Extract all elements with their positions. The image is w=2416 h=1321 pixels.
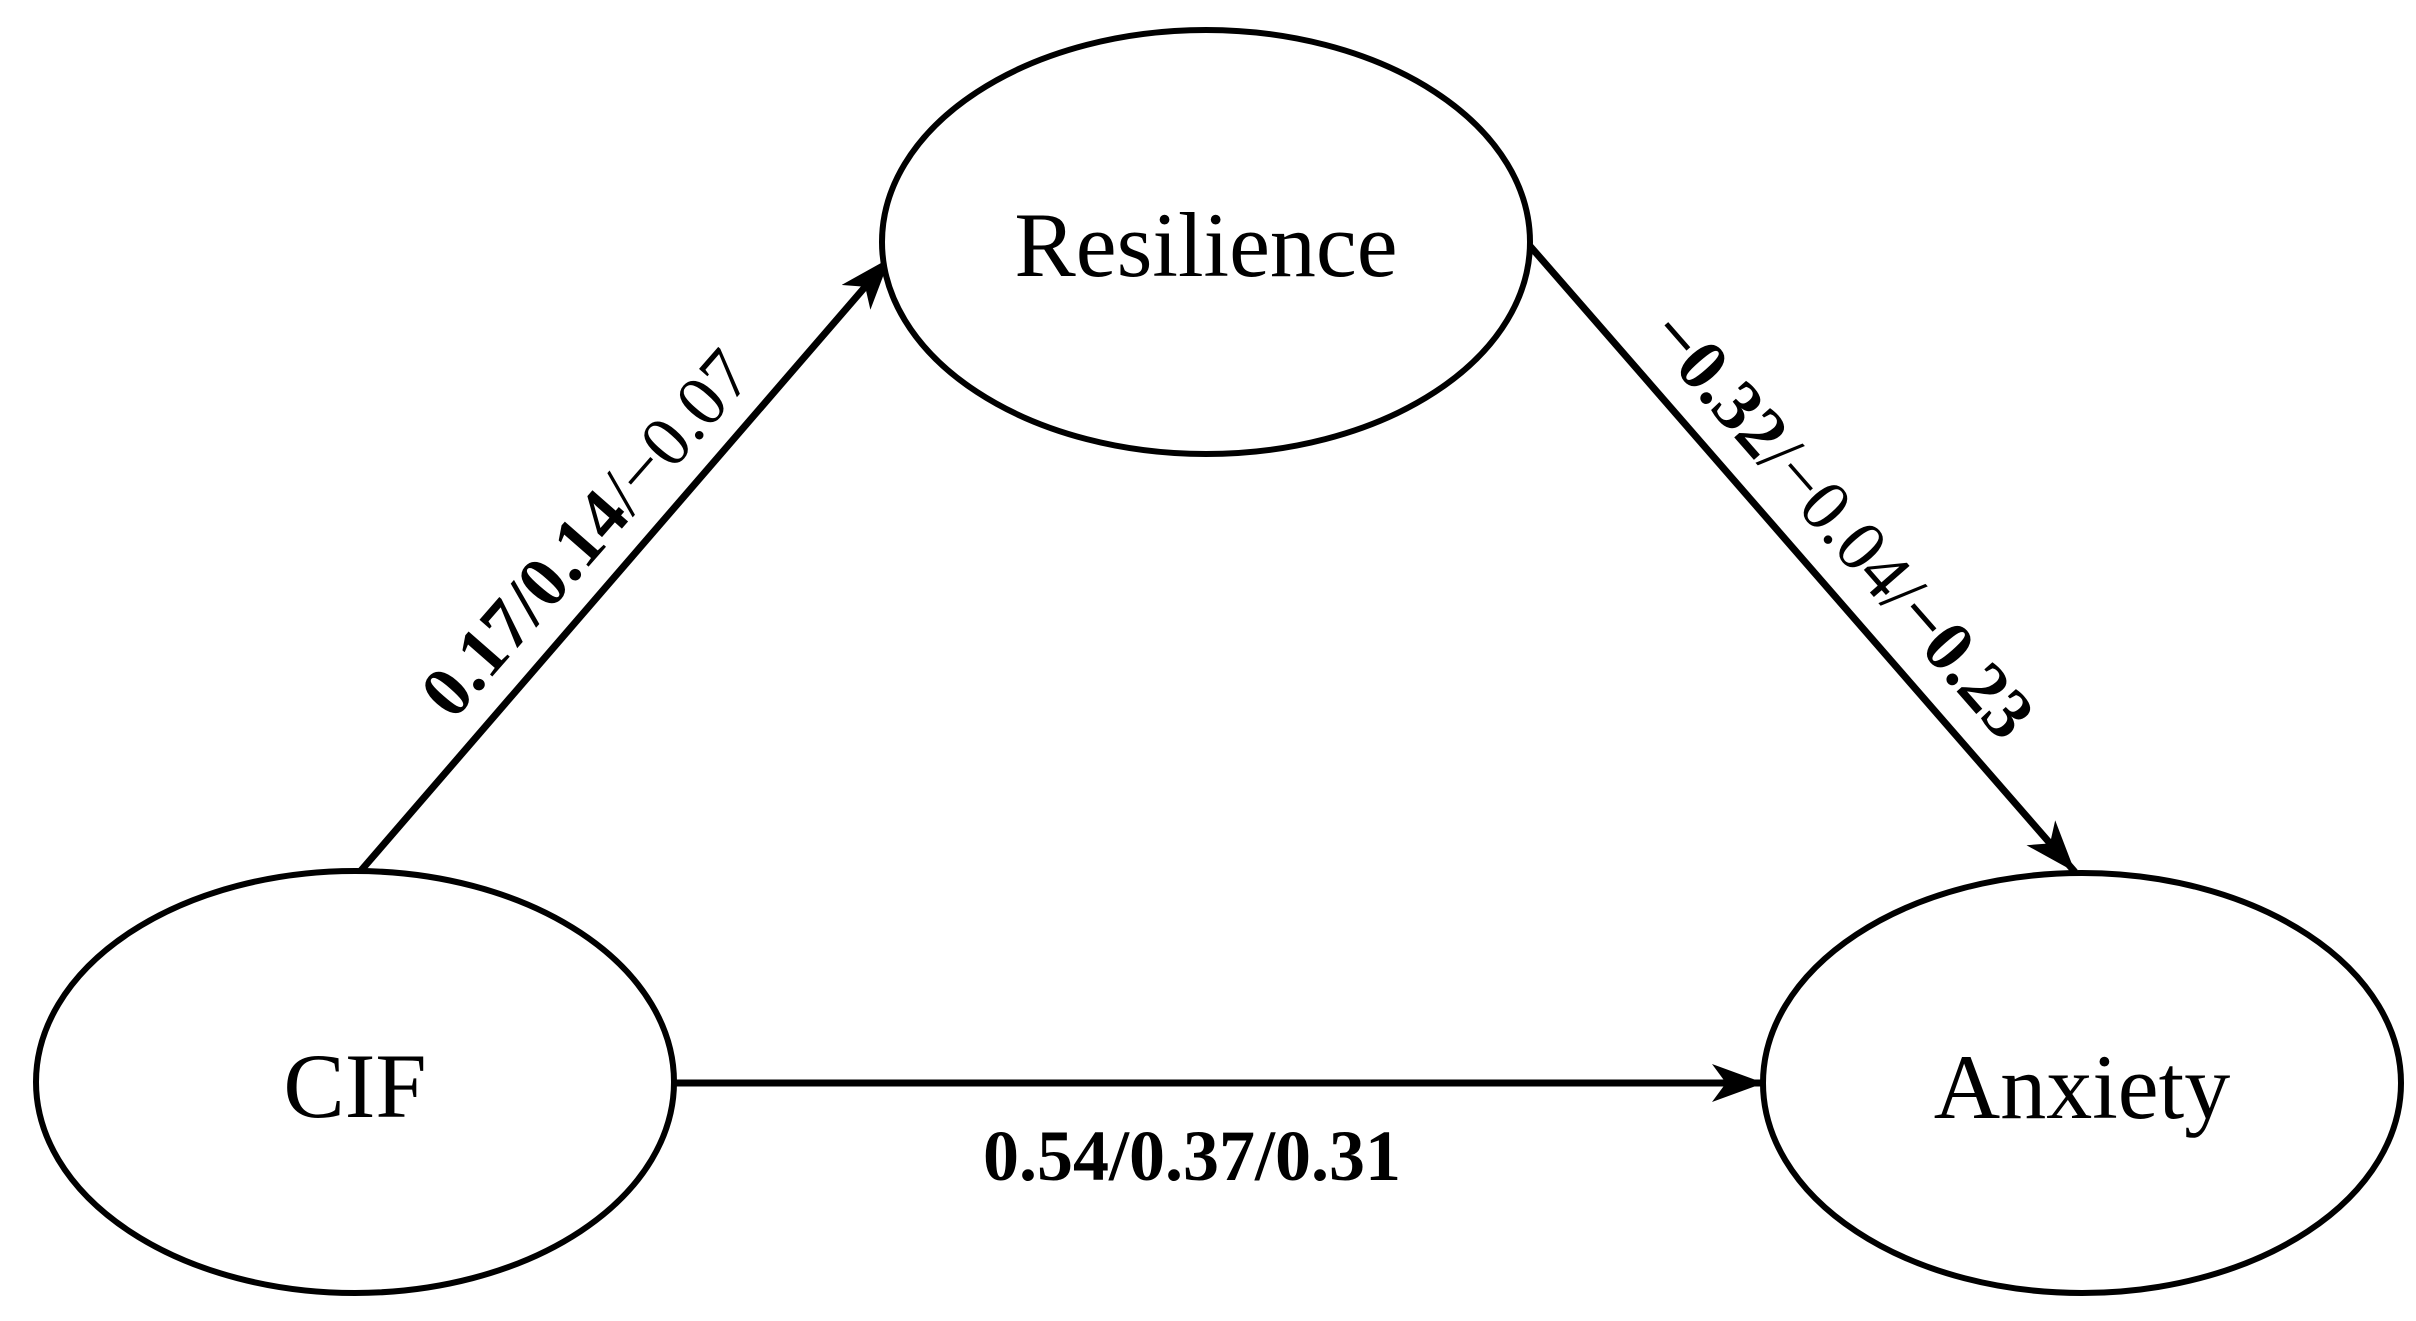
node-resilience-label: Resilience (1014, 194, 1397, 296)
edge-label-cif-to-anxiety: 0.54/0.37/0.31 (983, 1116, 1401, 1196)
edge-label-resilience-to-anxiety: −0.32/−0.04/−0.23 (1634, 294, 2050, 754)
node-cif (33, 868, 677, 1296)
arrow-resilience-to-anxiety (1527, 243, 2078, 875)
node-anxiety (1760, 870, 2404, 1296)
node-resilience (879, 27, 1533, 457)
node-anxiety-label: Anxiety (1934, 1036, 2230, 1138)
arrow-cif-to-resilience (355, 255, 893, 877)
node-cif-label: CIF (283, 1035, 426, 1137)
edge-label-cif-to-resilience: 0.17/0.14/−0.07 (405, 334, 767, 732)
edge-label-part-bold: 0.17/0.14 (405, 475, 644, 732)
